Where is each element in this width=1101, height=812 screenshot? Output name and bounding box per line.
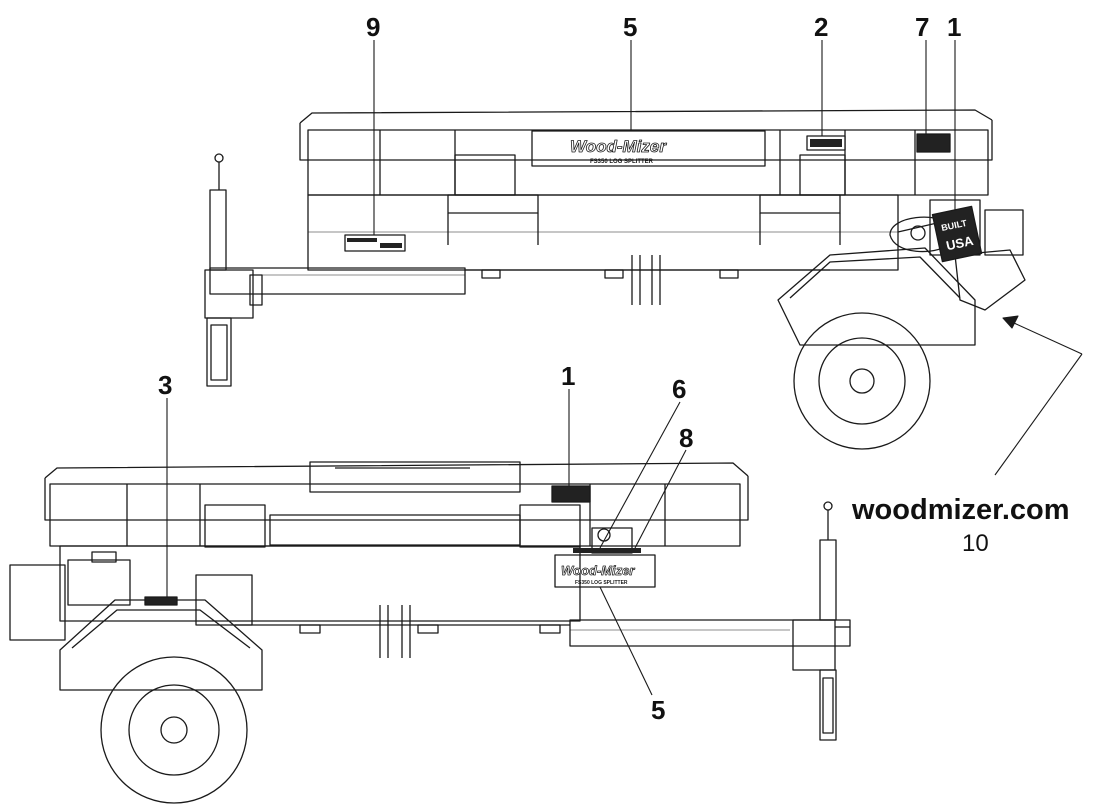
callout-3: 3 <box>158 370 173 400</box>
splitter-top-view: BUILT USA Wood-Mizer FS350 LOG SPLITTER <box>204 109 1026 450</box>
callout-9: 9 <box>366 12 381 42</box>
leader-lines <box>166 40 1083 696</box>
callout-10: 10 <box>962 530 989 557</box>
svg-text:FS350 LOG SPLITTER: FS350 LOG SPLITTER <box>590 159 654 165</box>
callout-5-bottom: 5 <box>651 695 666 725</box>
callout-1-top: 1 <box>947 12 962 42</box>
callout-1-bottom: 1 <box>561 361 576 391</box>
svg-text:USA: USA <box>945 233 976 254</box>
svg-text:FS350 LOG SPLITTER: FS350 LOG SPLITTER <box>575 580 628 586</box>
callout-2: 2 <box>814 12 829 42</box>
svg-text:Wood-Mizer: Wood-Mizer <box>570 137 667 156</box>
callout-5-top: 5 <box>623 12 638 42</box>
callout-7: 7 <box>915 12 930 42</box>
splitter-bottom-view: Wood-Mizer FS350 LOG SPLITTER <box>9 461 851 804</box>
website-label: woodmizer.com <box>852 494 1070 526</box>
callout-8: 8 <box>679 423 694 453</box>
callout-6: 6 <box>672 374 687 404</box>
svg-text:Wood-Mizer: Wood-Mizer <box>561 563 635 578</box>
